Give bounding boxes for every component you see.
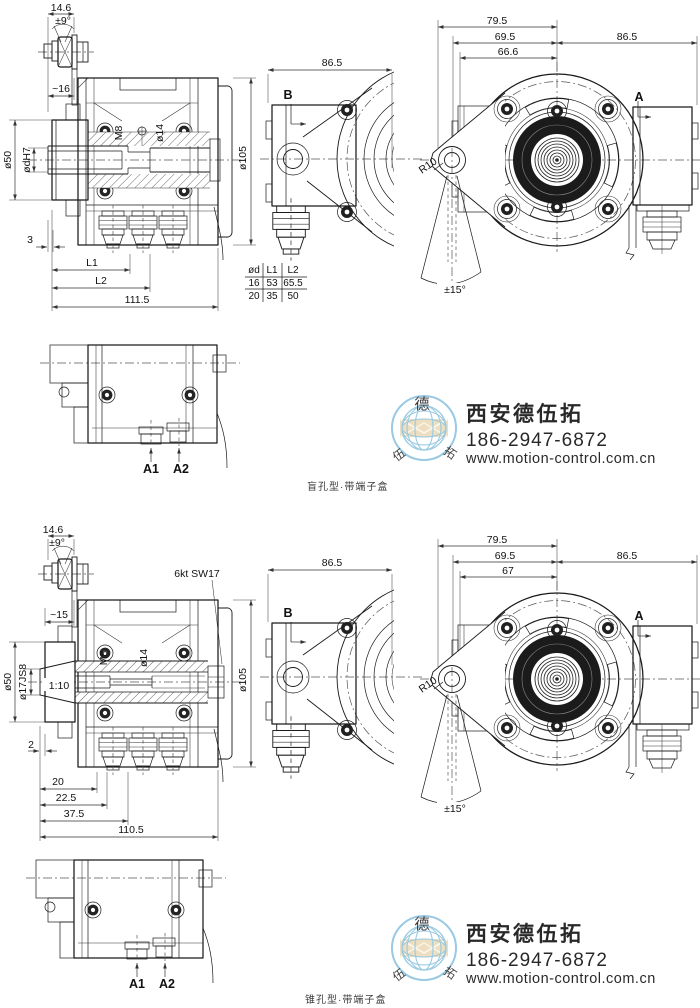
dim-37-5: 37.5 xyxy=(64,808,85,820)
b-view-dimension-lines xyxy=(267,68,393,168)
watermark-logo-char-left: 伍 xyxy=(390,966,408,984)
table-cell: 65.5 xyxy=(283,278,303,289)
bottom-view xyxy=(26,860,226,983)
watermark-logo-char-top: 德 xyxy=(414,915,429,933)
dim-depth: ~15 xyxy=(50,609,68,621)
dim-hole-dia: ø14 xyxy=(154,124,166,142)
table-cell: 50 xyxy=(287,291,299,302)
dim-body-dia: ø105 xyxy=(237,668,249,692)
dim-clamp-angle: ±9° xyxy=(49,537,65,549)
table-header: L2 xyxy=(287,265,299,276)
watermark-logo-char-left: 伍 xyxy=(390,446,408,464)
front-view xyxy=(420,20,700,295)
dim-offset: 3 xyxy=(27,234,33,246)
dim-l1: L1 xyxy=(86,257,98,269)
watermark-website: www.motion-control.com.cn xyxy=(465,971,656,987)
section-taper-hole: 14.6 ±9° 6kt SW17 ~15 ø50 ø17JS8 1:10 M8… xyxy=(2,524,700,1006)
watermark-company: 西安德伍拓 xyxy=(466,922,584,946)
dim-20: 20 xyxy=(52,776,64,788)
watermark-logo-char-right: 拓 xyxy=(441,964,459,982)
dim-flange-dia: ø50 xyxy=(2,673,14,691)
dim-taper: 1:10 xyxy=(49,680,70,692)
watermark-phone: 186-2947-6872 xyxy=(466,430,608,451)
dim-shaft-dia: ø17JS8 xyxy=(17,664,29,700)
view-label-a2: A2 xyxy=(173,462,189,476)
watermark-logo-char-top: 德 xyxy=(414,395,429,413)
watermark-company: 西安德伍拓 xyxy=(466,402,584,426)
view-label-a: A xyxy=(634,609,643,623)
table-cell: 16 xyxy=(248,278,260,289)
section-caption: 盲孔型·带端子盒 xyxy=(307,480,388,493)
label-screw: M8 xyxy=(98,651,110,666)
dim-flange-dia: ø50 xyxy=(2,151,14,169)
table-header: L1 xyxy=(266,265,278,276)
dim-l2: L2 xyxy=(95,275,107,287)
dim-overall-length: 111.5 xyxy=(125,294,150,306)
dim-swing-angle: ±15° xyxy=(444,803,466,815)
dim-22-5: 22.5 xyxy=(56,792,77,804)
dim-clamp-width: 14.6 xyxy=(51,2,72,14)
dim-depth: ~16 xyxy=(52,83,70,95)
dim-front-2: 69.5 xyxy=(495,31,516,43)
dim-front-3: 66.6 xyxy=(498,46,519,58)
dim-swing-angle: ±15° xyxy=(444,284,466,296)
dim-front-4: 86.5 xyxy=(617,31,638,43)
label-screw: M8 xyxy=(113,126,125,141)
dim-bore-dia: ødH7 xyxy=(21,147,33,173)
dim-hole-dia: ø14 xyxy=(138,649,150,667)
watermark-logo-char-right: 拓 xyxy=(441,444,459,462)
dim-front-1: 79.5 xyxy=(487,15,508,27)
dim-clamp-width: 14.6 xyxy=(43,524,64,536)
dim-offset: 2 xyxy=(28,739,34,751)
dim-front-3: 67 xyxy=(502,565,514,577)
table-cell: 53 xyxy=(266,278,278,289)
view-label-b: B xyxy=(283,88,292,102)
dim-front-1: 79.5 xyxy=(487,534,508,546)
dim-overall-length: 110.5 xyxy=(118,824,144,836)
watermark-website: www.motion-control.com.cn xyxy=(465,451,656,467)
front-view xyxy=(420,539,700,814)
side-view-dimension-lines xyxy=(9,12,219,311)
view-label-a1: A1 xyxy=(143,462,159,476)
table-header: ød xyxy=(248,265,260,276)
watermark: 德 伍 拓 西安德伍拓 186-2947-6872 www.motion-con… xyxy=(390,395,656,467)
dim-b-width: 86.5 xyxy=(322,57,343,69)
watermark: 德 伍 拓 西安德伍拓 186-2947-6872 www.motion-con… xyxy=(390,915,656,987)
view-label-a1: A1 xyxy=(129,977,145,991)
side-view-dimension-lines xyxy=(9,534,223,841)
dim-front-4: 86.5 xyxy=(617,550,638,562)
dim-b-width: 86.5 xyxy=(322,557,343,569)
watermark-phone: 186-2947-6872 xyxy=(466,950,608,971)
section-blind-hole: 14.6 ±9° ~16 ø50 ødH7 M8 ø14 ø105 3 L1 L… xyxy=(2,2,700,493)
dim-front-2: 69.5 xyxy=(495,550,516,562)
table-cell: 35 xyxy=(266,291,278,302)
view-label-b: B xyxy=(283,606,292,620)
label-hex: 6kt SW17 xyxy=(174,568,220,580)
section-caption: 锥孔型·带端子盒 xyxy=(305,993,386,1006)
b-view-dimension-lines xyxy=(267,568,393,665)
bottom-view xyxy=(40,345,240,468)
dim-clamp-angle: ±9° xyxy=(55,15,71,27)
dim-body-dia: ø105 xyxy=(237,146,249,170)
dimension-table: ød L1 L2 16 53 65.5 20 35 50 xyxy=(245,263,307,302)
view-label-a2: A2 xyxy=(159,977,175,991)
table-cell: 20 xyxy=(248,291,260,302)
view-label-a: A xyxy=(634,90,643,104)
